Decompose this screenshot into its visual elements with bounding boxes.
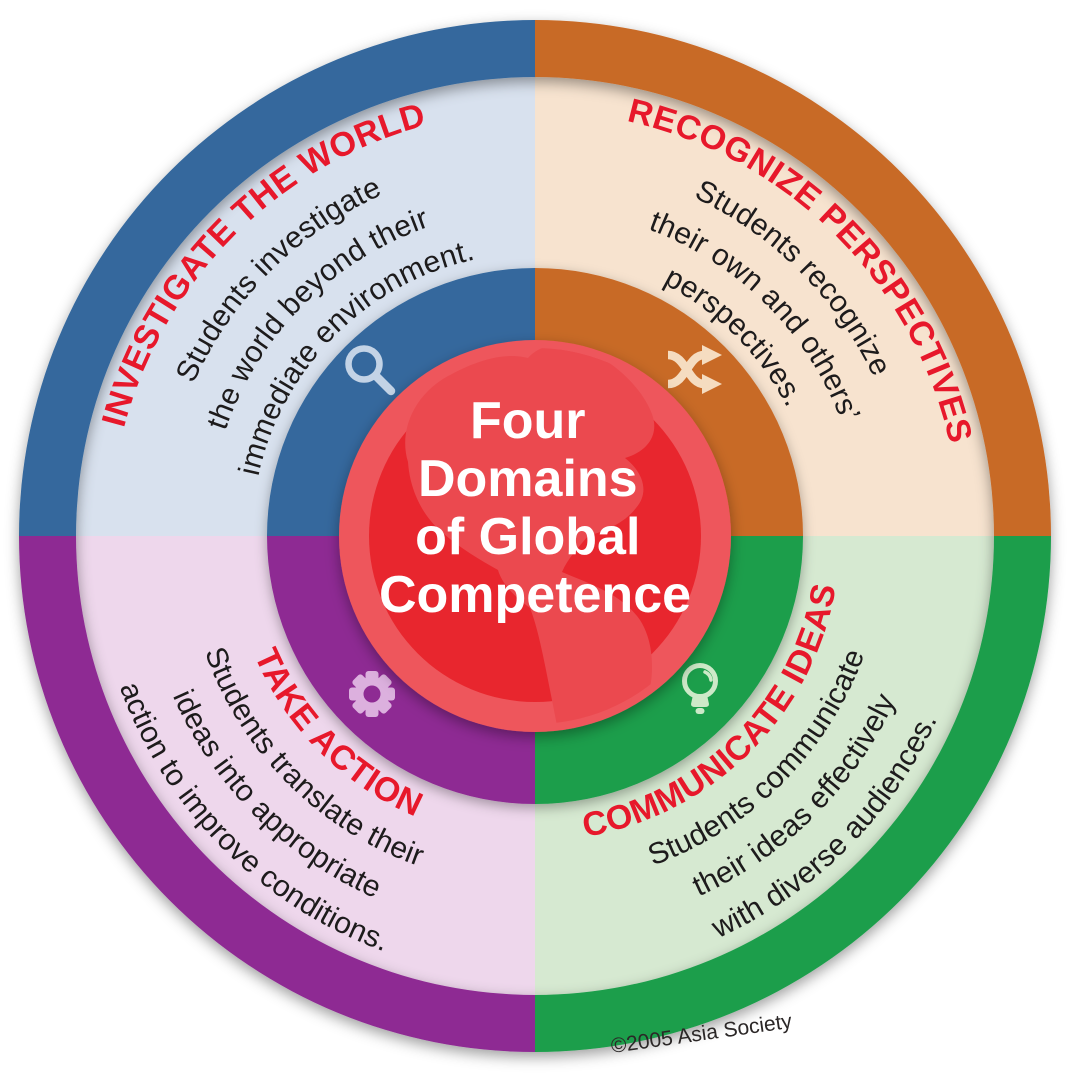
outer-ring-take-action	[19, 536, 535, 1052]
gear-hole	[363, 685, 381, 703]
bulb-base	[695, 708, 705, 714]
shuffle-arrowhead-bottom	[702, 374, 722, 394]
gear-body	[349, 671, 395, 717]
shuffle-curve-up	[667, 350, 705, 389]
magnifying-glass-icon	[345, 345, 396, 396]
outer-ring-communicate	[535, 536, 1051, 1052]
gear-icon	[349, 671, 395, 717]
lightbulb-icon	[682, 663, 718, 714]
outer-ring	[19, 20, 1051, 1052]
globe-americas	[405, 348, 655, 724]
center-badge: Four Domains of Global Competence	[339, 340, 731, 732]
quadrant-icons	[345, 345, 722, 717]
shuffle-arrows-icon	[667, 345, 722, 394]
shuffle-arrowhead-top	[702, 345, 722, 365]
outer-ring-recognize	[535, 20, 1051, 536]
magnifier-handle	[371, 371, 396, 396]
bulb-highlight	[703, 670, 713, 682]
center-title: Four Domains of Global Competence	[379, 392, 691, 624]
magnifier-lens	[345, 345, 383, 383]
outer-ring-investigate	[19, 20, 535, 536]
bulb-neck	[691, 695, 709, 707]
